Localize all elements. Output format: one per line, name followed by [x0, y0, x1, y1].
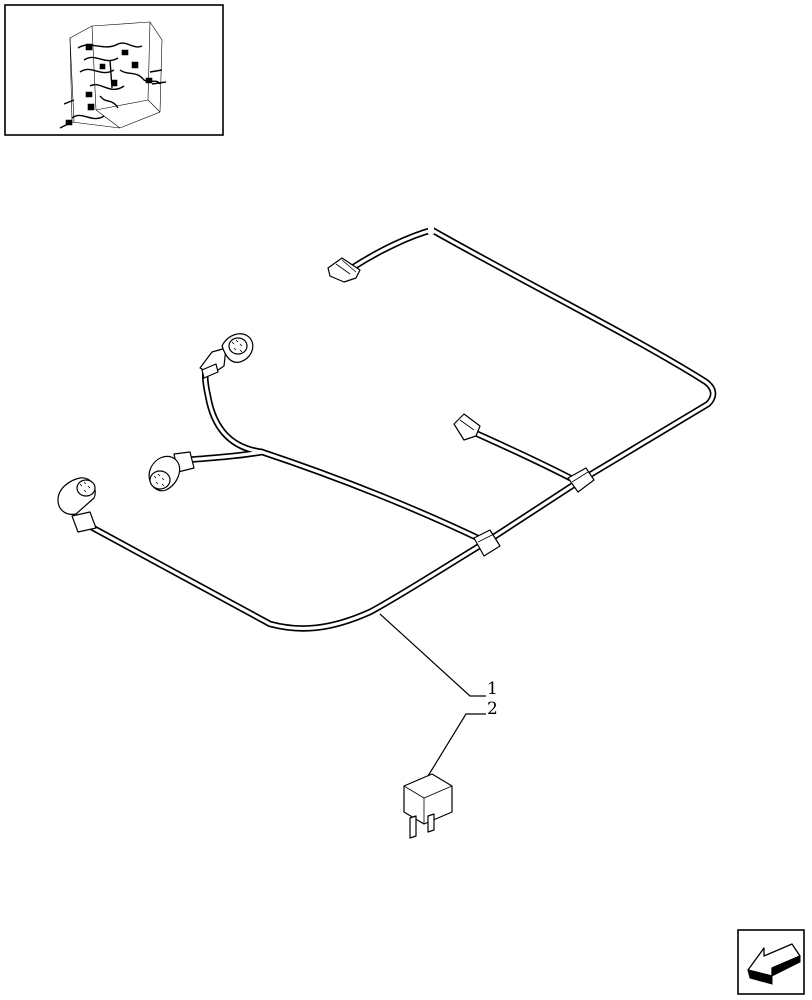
junction-sleeve	[567, 467, 595, 493]
wiring-harness	[57, 220, 717, 632]
previous-page-arrow-icon[interactable]	[737, 929, 805, 995]
flat-connector	[453, 413, 481, 441]
relay	[403, 773, 453, 839]
round-connector	[57, 477, 97, 533]
callout-2: 2	[427, 699, 498, 777]
flat-connector	[327, 257, 361, 283]
callout-1: 1	[379, 613, 498, 699]
callout-number-2: 2	[487, 699, 498, 719]
round-connector	[199, 333, 254, 379]
callout-number-1: 1	[487, 679, 498, 699]
junction-sleeve	[473, 529, 501, 557]
round-connector	[148, 451, 195, 492]
overview-thumbnail	[4, 4, 224, 136]
